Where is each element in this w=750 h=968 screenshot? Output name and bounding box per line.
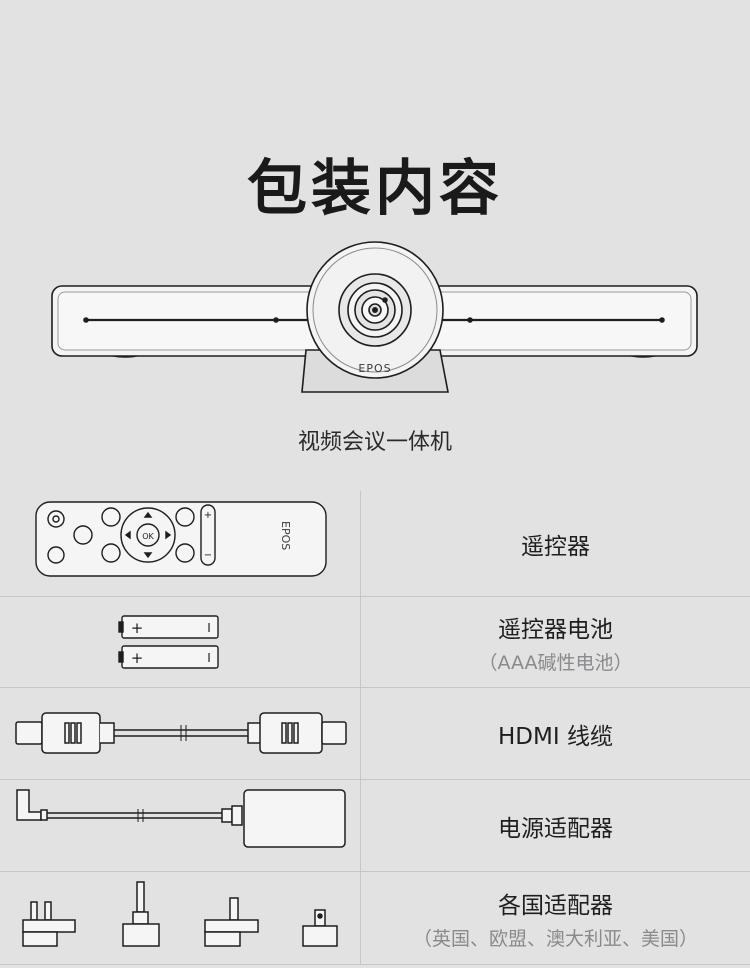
battery-icon: + I + I [118, 615, 219, 669]
hdmi-cable-icon [15, 712, 347, 754]
battery-plus: + [131, 619, 144, 637]
svg-text:+: + [131, 649, 144, 667]
svg-text:+: + [204, 510, 212, 521]
item-image-cell: OK + − EPOS [0, 491, 361, 596]
hero-caption: 视频会议一体机 [297, 430, 452, 455]
item-image-cell: + I + I [0, 597, 361, 687]
remote-control-icon: OK + − EPOS [35, 501, 327, 577]
power-adapter-icon [16, 789, 346, 848]
item-row-power: 电源适配器 [0, 780, 750, 872]
item-label: HDMI 线缆 [498, 723, 613, 750]
page-title: 包装内容 [247, 154, 503, 224]
item-image-cell [0, 872, 361, 964]
item-text-cell: HDMI 线缆 [361, 688, 750, 779]
item-image-cell [0, 688, 361, 779]
svg-text:I: I [207, 651, 211, 665]
item-sublabel: （英国、欧盟、澳大利亚、美国） [412, 927, 698, 950]
item-text-cell: 遥控器电池 （AAA碱性电池） [361, 597, 750, 687]
item-label: 遥控器电池 [498, 616, 613, 643]
item-sublabel: （AAA碱性电池） [478, 651, 633, 674]
item-row-remote: OK + − EPOS 遥控器 [0, 491, 750, 597]
item-row-batteries: + I + I 遥控器电池 （AAA碱性电池） [0, 597, 750, 688]
video-bar-icon [51, 241, 698, 393]
remote-brand: EPOS [279, 521, 292, 550]
remote-ok-label: OK [142, 532, 154, 541]
plug-adapters-icon [22, 881, 338, 947]
item-row-plugs: 各国适配器 （英国、欧盟、澳大利亚、美国） [0, 872, 750, 965]
svg-text:−: − [204, 550, 212, 561]
item-label: 电源适配器 [498, 815, 613, 842]
battery-minus: I [207, 621, 211, 635]
video-bar-image: EPOS [51, 241, 698, 393]
item-image-cell [0, 780, 361, 871]
item-label: 遥控器 [521, 533, 590, 560]
item-text-cell: 各国适配器 （英国、欧盟、澳大利亚、美国） [361, 872, 750, 964]
item-text-cell: 遥控器 [361, 491, 750, 596]
item-row-hdmi: HDMI 线缆 [0, 688, 750, 780]
item-label: 各国适配器 [498, 892, 613, 919]
item-text-cell: 电源适配器 [361, 780, 750, 871]
hero-brand: EPOS [358, 362, 391, 375]
